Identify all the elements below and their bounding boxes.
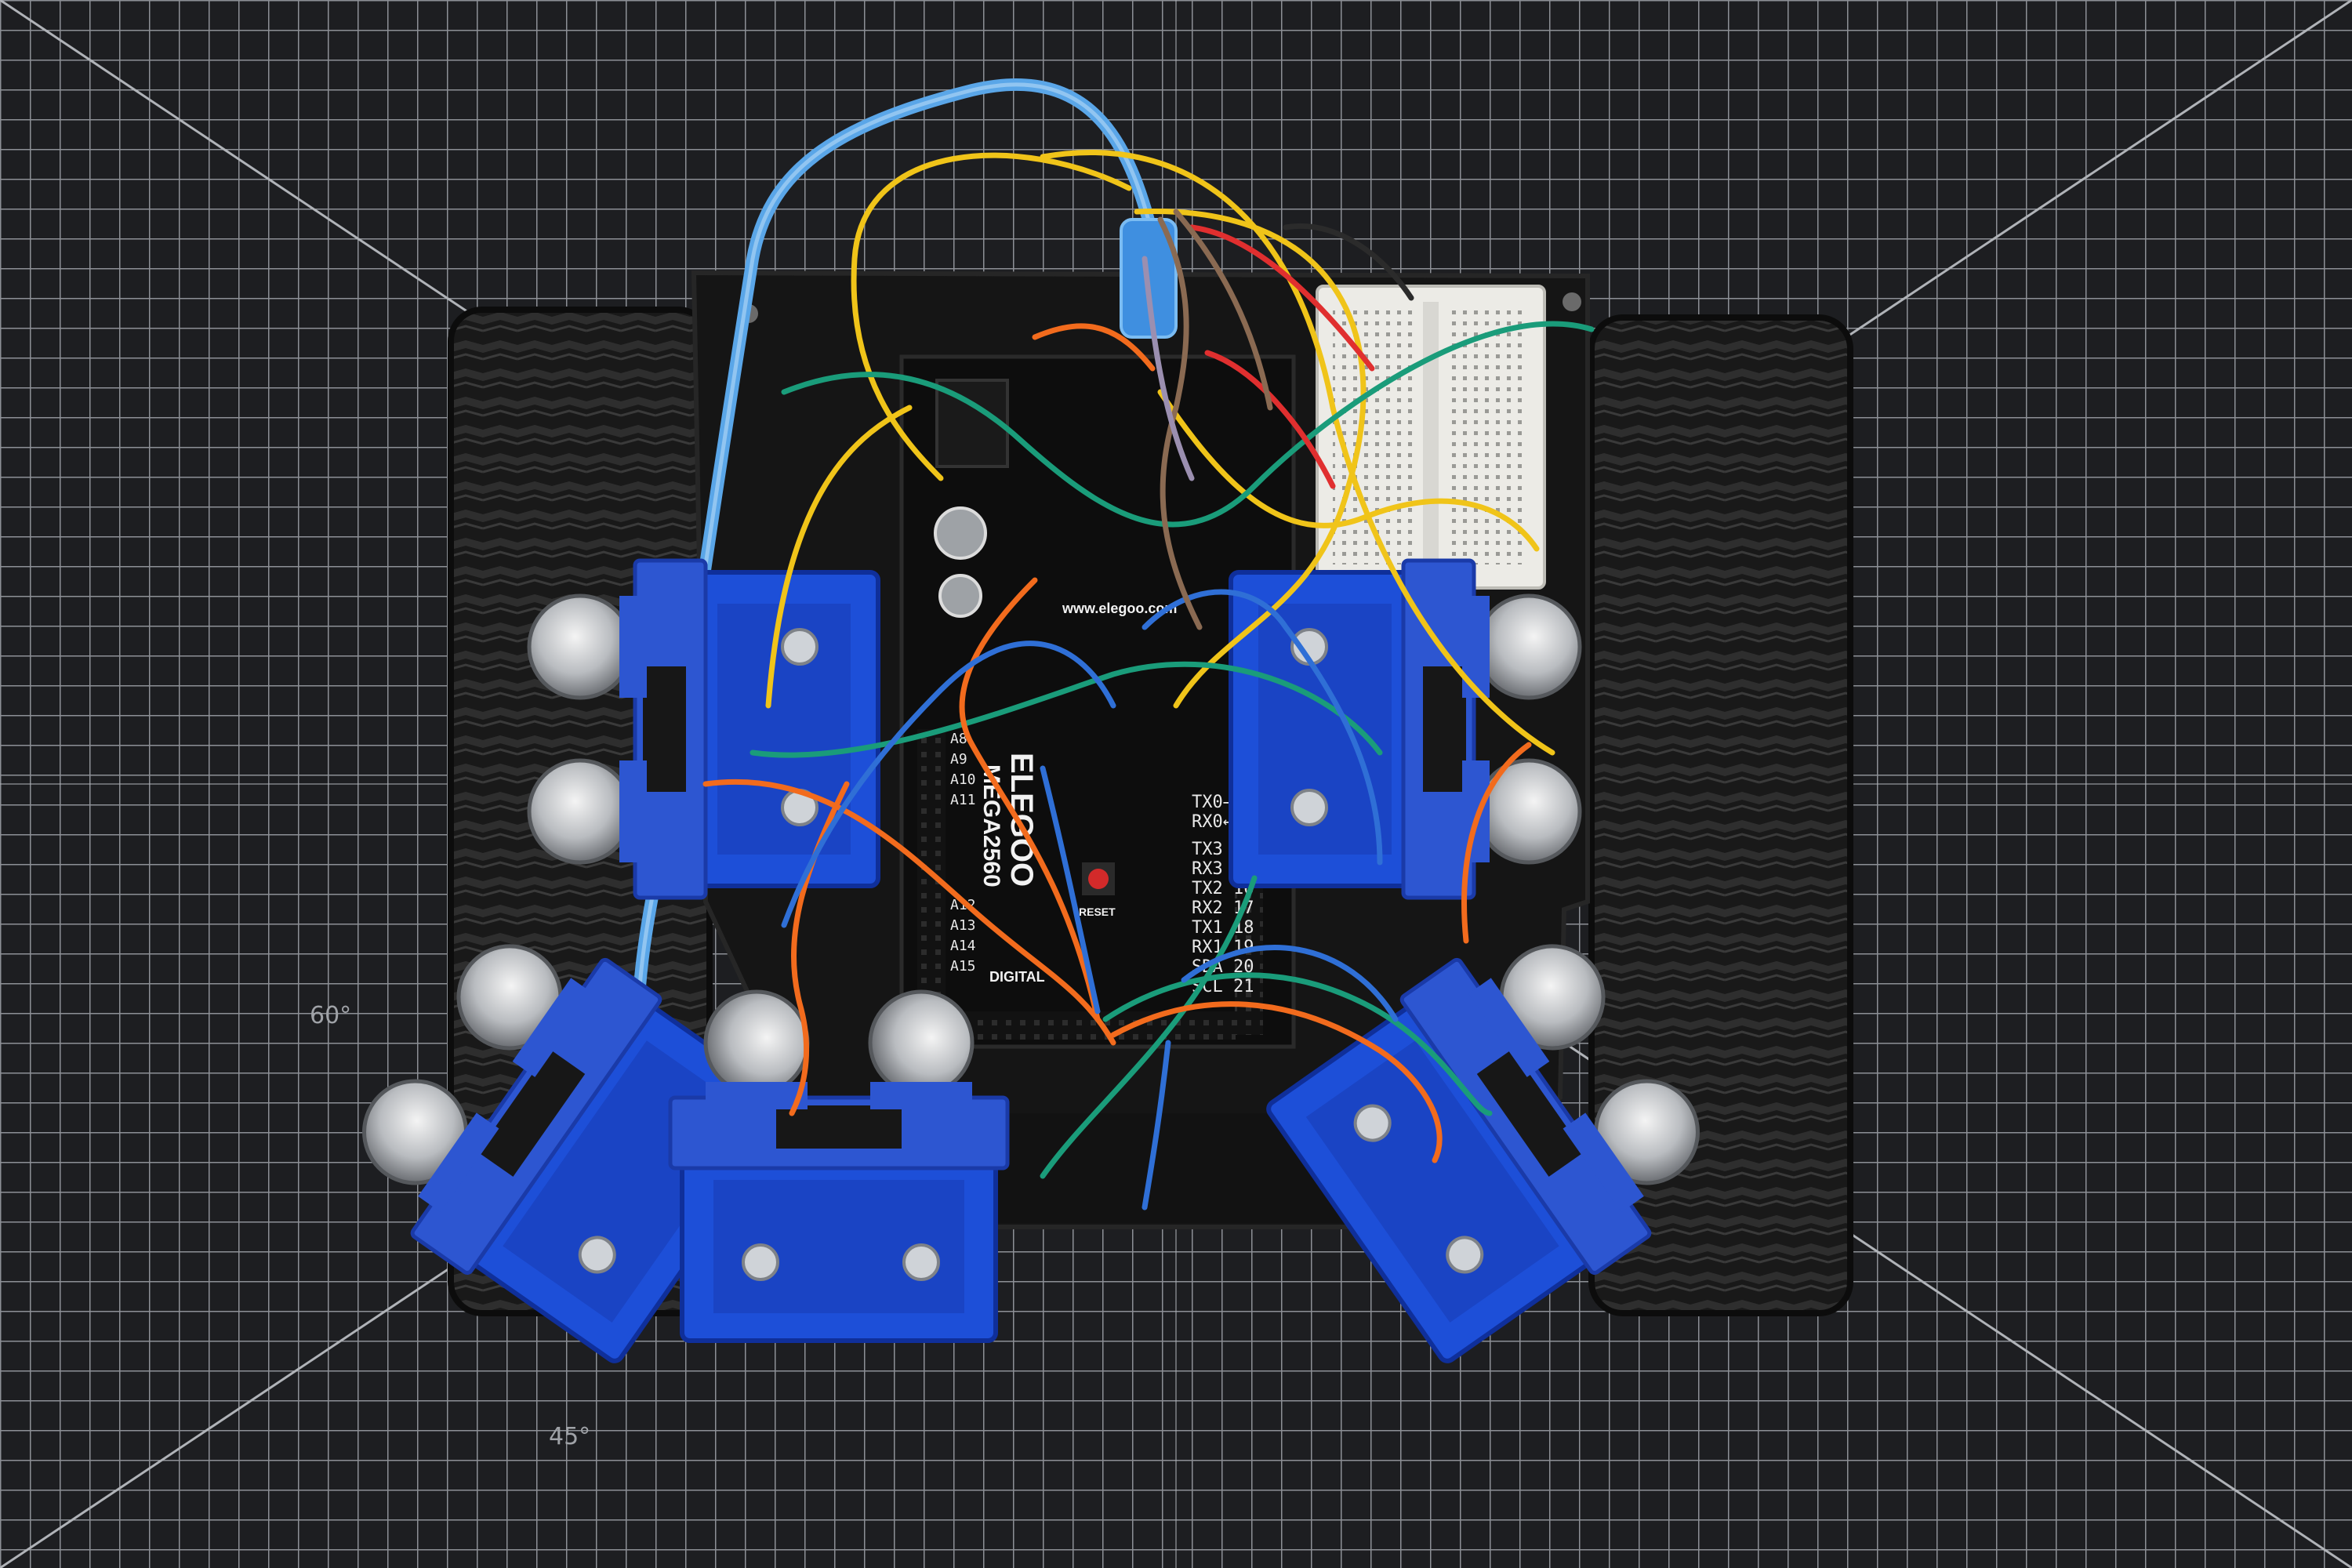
ultrasonic-sensor [527, 558, 880, 900]
jumper-wire [1189, 224, 1375, 372]
ultrasonic-sensor [1266, 944, 1700, 1363]
analog-label: A11 [950, 792, 976, 808]
board-model: MEGA2560 [978, 764, 1004, 887]
analog-label: A9 [950, 751, 967, 768]
jumper-wire [750, 661, 1383, 758]
pin-label: TX1 18 [1192, 918, 1254, 938]
jumper-wire [1032, 323, 1156, 372]
jumper-wire [959, 577, 1101, 1022]
jumper-wire [1181, 945, 1399, 1022]
jumper-wire [1142, 1040, 1171, 1210]
jumper-wire [1142, 256, 1195, 481]
analog-label: A8 [950, 731, 967, 747]
jumper-wire [1040, 765, 1101, 1014]
analog-label: A10 [950, 771, 976, 788]
board-header-bottom [946, 1011, 1236, 1040]
ultrasonic-sensors [362, 558, 1700, 1363]
analog-label: A15 [950, 958, 976, 975]
jumper-wire [702, 779, 1116, 1046]
board-brand: ELEGOO [1004, 753, 1039, 887]
jumper-wire [1040, 149, 1555, 756]
jumper-wire [781, 321, 1595, 528]
reset-label: RESET [1079, 906, 1116, 918]
analog-labels: A8 A9 A10 A11 A12 A13 A14 A15 [950, 731, 976, 975]
jumper-wire [1040, 875, 1258, 1179]
jumper-wires [702, 149, 1595, 1210]
jumper-wire [781, 641, 1116, 928]
jumper-wire [1157, 216, 1203, 630]
mat-angle-mark-60: 60° [310, 1002, 351, 1029]
jumper-wire [1157, 389, 1540, 552]
jumper-wire [1110, 1001, 1443, 1163]
analog-label: A13 [950, 917, 976, 934]
jumper-wire [1173, 209, 1273, 411]
digital-label: DIGITAL [989, 969, 1045, 985]
jumper-wire [1283, 223, 1414, 301]
ultrasonic-sensor [668, 989, 1010, 1343]
capacitor-1 [934, 506, 987, 560]
jumper-wire [1461, 742, 1532, 944]
mat-angle-mark-45: 45° [549, 1423, 590, 1450]
jumper-wire [765, 405, 913, 709]
jumper-wire [1204, 350, 1336, 489]
jumper-wire [1142, 589, 1383, 866]
board-site: www.elegoo.com [1062, 601, 1177, 616]
analog-label: A14 [950, 938, 976, 954]
jumper-wire [1102, 972, 1493, 1116]
jumper-wire [851, 152, 1132, 481]
reset-button [1088, 869, 1109, 889]
capacitor-2 [938, 574, 982, 618]
jumper-wire [1134, 209, 1367, 709]
